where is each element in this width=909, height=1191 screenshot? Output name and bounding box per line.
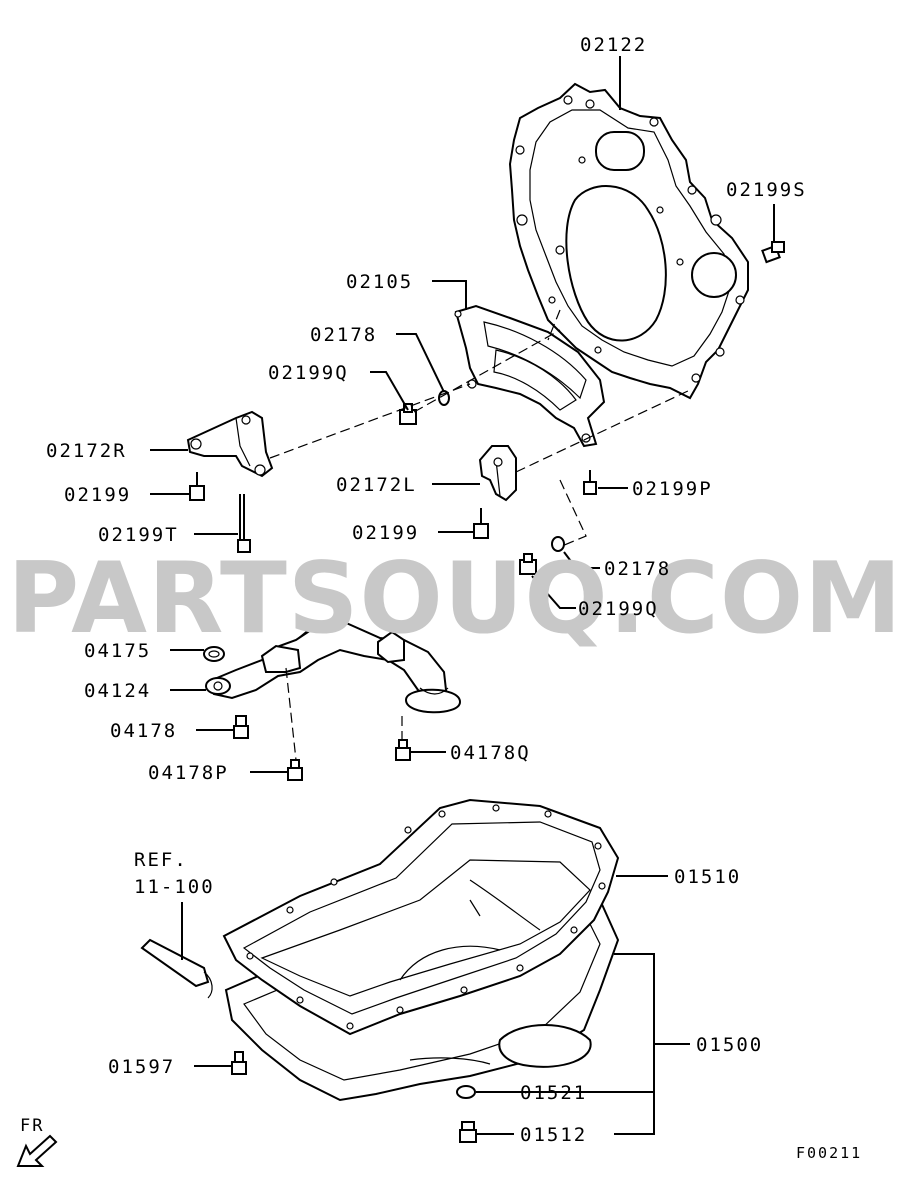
bolt-02199Q-lower[interactable] bbox=[519, 553, 537, 575]
bolt-02199P[interactable] bbox=[583, 470, 597, 495]
label-01521: 01521 bbox=[520, 1082, 587, 1104]
rear-plate-02122[interactable] bbox=[508, 82, 749, 400]
label-02199Q-lower: 02199Q bbox=[578, 598, 659, 620]
watermark: PARTSOUQ.COM bbox=[7, 542, 902, 656]
assembly-lines-upper bbox=[269, 309, 691, 547]
label-04124: 04124 bbox=[84, 680, 151, 702]
label-02122: 02122 bbox=[580, 34, 647, 56]
label-02105: 02105 bbox=[346, 271, 413, 293]
direction-label: FR bbox=[20, 1116, 44, 1136]
gasket-04175[interactable] bbox=[203, 646, 225, 662]
front-direction-indicator: FR bbox=[16, 1116, 58, 1167]
label-02199-left: 02199 bbox=[64, 484, 131, 506]
label-02199P: 02199P bbox=[632, 478, 713, 500]
label-01597: 01597 bbox=[108, 1056, 175, 1078]
label-ref-line1: REF. bbox=[134, 849, 188, 871]
label-02178-lower: 02178 bbox=[604, 558, 671, 580]
bolt-04178Q[interactable] bbox=[395, 739, 411, 761]
bolt-02199S[interactable] bbox=[761, 241, 785, 264]
bolt-02199-left[interactable] bbox=[189, 472, 205, 501]
label-02172R: 02172R bbox=[46, 440, 127, 462]
label-ref-line2: 11-100 bbox=[134, 876, 215, 898]
gasket-01521[interactable] bbox=[456, 1085, 476, 1099]
direction-arrow-icon bbox=[16, 1134, 58, 1167]
label-02199T: 02199T bbox=[98, 524, 179, 546]
label-02199Q-upper: 02199Q bbox=[268, 362, 349, 384]
oil-pan-gasket-01510[interactable] bbox=[222, 798, 620, 1036]
sealant-tube[interactable] bbox=[140, 938, 213, 999]
washer-02178-lower[interactable] bbox=[551, 536, 565, 552]
bolt-02199T[interactable] bbox=[237, 494, 251, 553]
label-04178: 04178 bbox=[110, 720, 177, 742]
label-01512: 01512 bbox=[520, 1124, 587, 1146]
label-01500: 01500 bbox=[696, 1034, 763, 1056]
bracket-02172R[interactable] bbox=[186, 410, 274, 478]
label-02199-mid: 02199 bbox=[352, 522, 419, 544]
label-04178P: 04178P bbox=[148, 762, 229, 784]
label-01510: 01510 bbox=[674, 866, 741, 888]
bracket-02172L[interactable] bbox=[478, 445, 517, 502]
bolt-01597[interactable] bbox=[231, 1051, 247, 1075]
diagram-code: F00211 bbox=[796, 1144, 862, 1162]
label-04175: 04175 bbox=[84, 640, 151, 662]
bolt-02199-mid[interactable] bbox=[473, 508, 489, 539]
bolt-02199Q-upper[interactable] bbox=[399, 403, 417, 425]
label-04178Q: 04178Q bbox=[450, 742, 531, 764]
label-02172L: 02172L bbox=[336, 474, 417, 496]
drain-plug-01512[interactable] bbox=[459, 1121, 477, 1143]
label-02178-upper: 02178 bbox=[310, 324, 377, 346]
leader-lines bbox=[150, 56, 775, 1135]
oil-strainer-04124[interactable] bbox=[205, 620, 462, 714]
label-02199S: 02199S bbox=[726, 179, 807, 201]
bolt-04178P[interactable] bbox=[287, 759, 303, 781]
assembly-lines-strainer bbox=[285, 667, 403, 761]
bolt-04178[interactable] bbox=[233, 715, 249, 739]
